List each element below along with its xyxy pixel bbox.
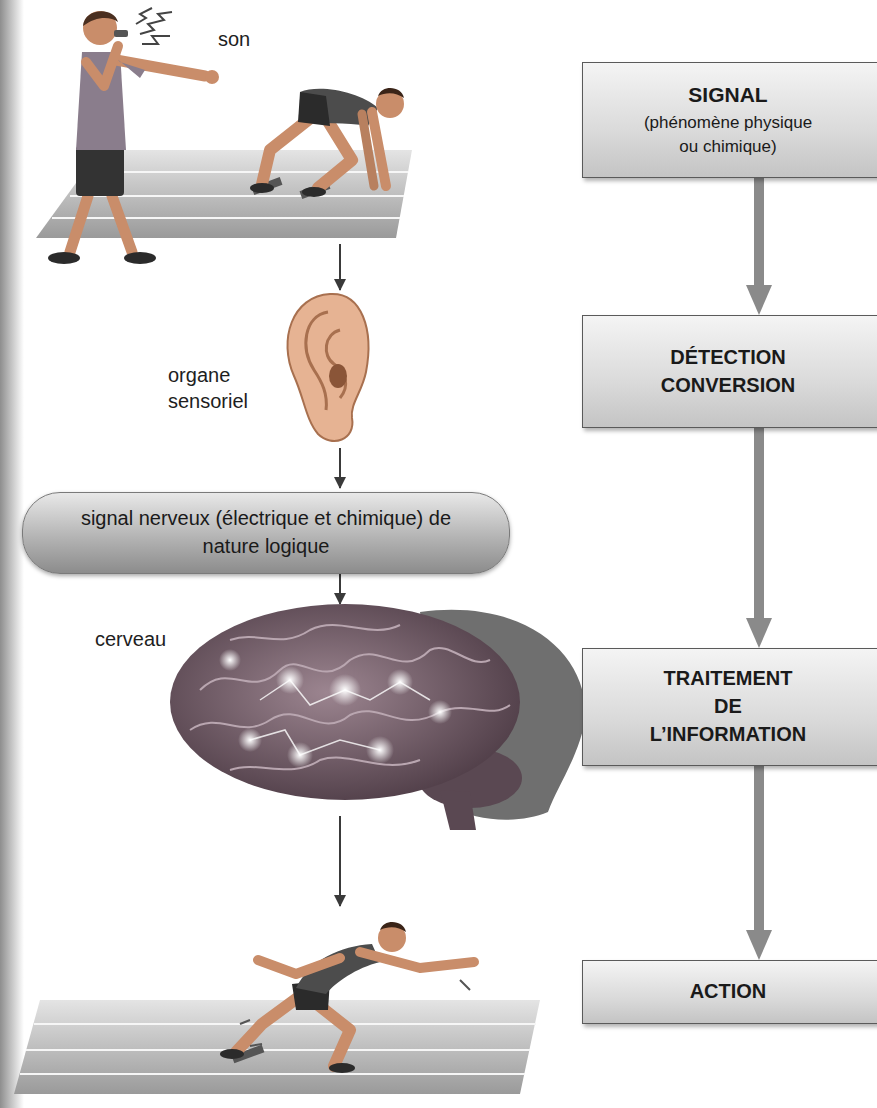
process-box: TRAITEMENT DE L’INFORMATION <box>582 648 877 766</box>
figure-label: cerveau <box>95 626 175 652</box>
box-heading: DÉTECTION CONVERSION <box>598 343 858 399</box>
box-heading: SIGNAL <box>688 80 767 109</box>
figure-label: organe sensoriel <box>168 362 276 414</box>
flow-arrow <box>754 766 764 938</box>
coach-figure <box>48 8 219 264</box>
process-box: SIGNAL(phénomène physique ou chimique) <box>582 62 877 178</box>
page-gutter <box>0 0 24 1108</box>
box-heading: TRAITEMENT DE L’INFORMATION <box>598 664 858 748</box>
process-box: DÉTECTION CONVERSION <box>582 315 877 428</box>
box-heading: ACTION <box>690 977 767 1005</box>
starter-figure <box>250 88 404 199</box>
signal-band: signal nerveux (électrique et chimique) … <box>22 492 510 574</box>
ear-illustration <box>287 294 368 441</box>
band-text: signal nerveux (électrique et chimique) … <box>64 504 469 560</box>
figure-arrows <box>340 244 341 906</box>
box-text: (phénomène physique ou chimique) <box>633 111 823 159</box>
brain-illustration <box>170 604 585 830</box>
figure-label: son <box>218 26 278 52</box>
sprinter-figure <box>220 922 474 1073</box>
flow-arrow <box>754 428 764 626</box>
process-box: ACTION <box>582 960 877 1024</box>
flow-arrow <box>754 178 764 293</box>
